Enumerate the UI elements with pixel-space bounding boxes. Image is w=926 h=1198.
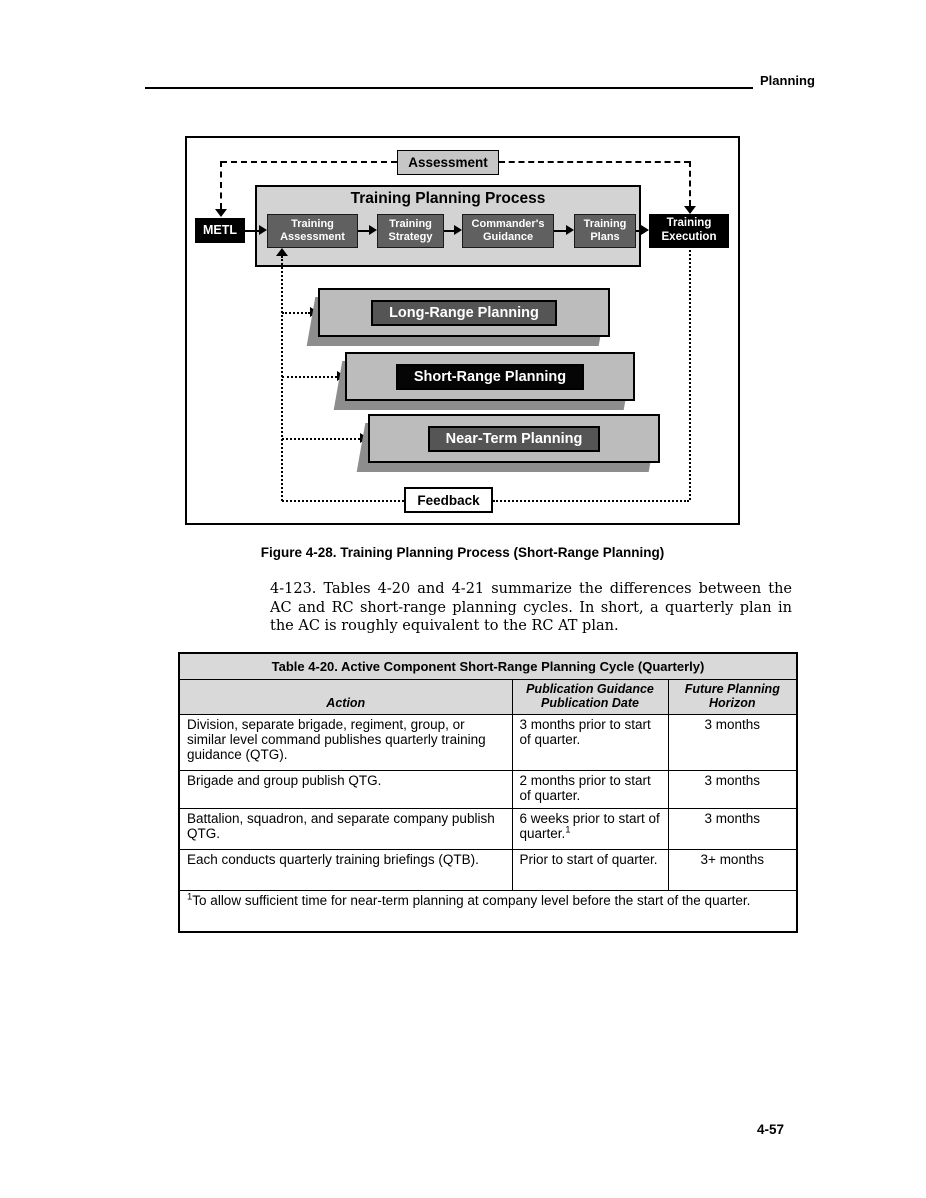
- step-training-plans: Training Plans: [574, 214, 636, 248]
- cell-horizon: 3 months: [667, 807, 798, 850]
- arrowhead-to-metl: [215, 209, 227, 217]
- flow-line-plans-to-execution: [636, 230, 641, 232]
- table-4-20: Table 4-20. Active Component Short-Range…: [178, 652, 799, 934]
- cell-action: Division, separate brigade, regiment, gr…: [178, 713, 513, 771]
- col-header-action-label: Action: [326, 696, 366, 711]
- near-term-planning-label: Near-Term Planning: [427, 425, 601, 452]
- short-range-planning-bar: Short-Range Planning: [333, 352, 635, 410]
- process-title: Training Planning Process: [350, 190, 546, 207]
- table-row: Division, separate brigade, regiment, gr…: [178, 713, 798, 771]
- footnote-marker: 1: [565, 824, 571, 836]
- feedback-line-bottom-right: [493, 500, 689, 502]
- cell-action: Brigade and group publish QTG.: [178, 769, 513, 809]
- running-header: Planning: [760, 73, 815, 88]
- feedback-line-bottom-left: [282, 500, 404, 502]
- long-range-planning-bar: Long-Range Planning: [306, 288, 610, 346]
- feedback-branch-short-range: [282, 376, 337, 378]
- flow-arrow-plans-to-execution: [641, 225, 649, 235]
- cell-publication: 2 months prior to start of quarter.: [511, 769, 669, 809]
- feedback-box: Feedback: [404, 487, 493, 513]
- training-execution-box: Training Execution: [649, 214, 729, 248]
- step-commanders-guidance: Commander's Guidance: [462, 214, 554, 248]
- long-range-planning-label: Long-Range Planning: [371, 299, 557, 326]
- cell-publication-text: 6 weeks prior to start of quarter.: [519, 810, 660, 841]
- feedback-branch-long-range: [282, 312, 310, 314]
- table-row: Brigade and group publish QTG. 2 months …: [178, 769, 798, 809]
- short-range-planning-label: Short-Range Planning: [395, 363, 585, 390]
- cell-horizon: 3+ months: [667, 848, 798, 891]
- cell-publication-text: 2 months prior to start of quarter.: [519, 772, 651, 803]
- flow-line-assessment-to-strategy: [358, 230, 369, 232]
- figure-4-28-diagram: Assessment Training Planning Process MET…: [185, 136, 740, 525]
- paragraph-4-123: 4-123. Tables 4-20 and 4-21 summarize th…: [270, 581, 792, 635]
- flow-arrow-strategy-to-guidance: [454, 225, 462, 235]
- flow-line-strategy-to-guidance: [444, 230, 454, 232]
- cell-horizon: 3 months: [667, 769, 798, 809]
- dashed-line-down-to-execution: [689, 161, 691, 206]
- assessment-box: Assessment: [397, 150, 499, 175]
- cell-horizon: 3 months: [667, 713, 798, 771]
- table-title-row: Table 4-20. Active Component Short-Range…: [178, 652, 798, 680]
- col-header-action: Action: [178, 679, 513, 715]
- col-header-horizon-line1: Future Planning: [684, 682, 780, 696]
- cell-action: Battalion, squadron, and separate compan…: [178, 807, 513, 850]
- training-execution-label: Training Execution: [661, 217, 717, 243]
- step-training-strategy: Training Strategy: [377, 214, 444, 248]
- bar-face: Short-Range Planning: [345, 352, 635, 401]
- bar-face: Long-Range Planning: [318, 288, 610, 337]
- cell-publication: Prior to start of quarter.: [511, 848, 669, 891]
- cell-publication-text: 3 months prior to start of quarter.: [519, 716, 651, 747]
- col-header-publication-line2: Publication Date: [541, 696, 639, 711]
- dashed-line-assessment-right: [499, 161, 690, 163]
- feedback-line-vertical-left: [281, 256, 283, 501]
- bar-face: Near-Term Planning: [368, 414, 660, 463]
- col-header-horizon-line2: Horizon: [708, 696, 756, 711]
- feedback-label: Feedback: [417, 492, 480, 508]
- page-number: 4-57: [757, 1122, 785, 1137]
- col-header-publication-line1: Publication Guidance: [526, 682, 654, 696]
- step-label: Training Strategy: [388, 218, 433, 243]
- table-footnote-row: 1To allow sufficient time for near-term …: [178, 889, 798, 933]
- flow-arrow-assessment-to-strategy: [369, 225, 377, 235]
- step-training-assessment: Training Assessment: [267, 214, 358, 248]
- table-title: Table 4-20. Active Component Short-Range…: [178, 652, 798, 680]
- cell-action: Each conducts quarterly training briefin…: [178, 848, 513, 891]
- table-row: Battalion, squadron, and separate compan…: [178, 807, 798, 850]
- flow-arrow-guidance-to-plans: [566, 225, 574, 235]
- header-rule: [145, 87, 753, 89]
- step-label: Training Assessment: [280, 218, 345, 243]
- flow-arrow-metl-to-assessment: [259, 225, 267, 235]
- cell-publication: 6 weeks prior to start of quarter.1: [511, 807, 669, 850]
- cell-publication: 3 months prior to start of quarter.: [511, 713, 669, 771]
- flow-line-guidance-to-plans: [554, 230, 566, 232]
- step-label: Commander's Guidance: [471, 218, 545, 243]
- cell-publication-text: Prior to start of quarter.: [519, 851, 658, 867]
- table-footnote: 1To allow sufficient time for near-term …: [178, 889, 798, 933]
- footnote-marker: 1: [187, 891, 193, 903]
- metl-label: METL: [202, 223, 238, 237]
- table-row: Each conducts quarterly training briefin…: [178, 848, 798, 891]
- footnote-text: To allow sufficient time for near-term p…: [192, 892, 751, 908]
- flow-line-metl-to-assessment: [245, 230, 259, 232]
- feedback-arrow-into-assessment: [276, 248, 288, 256]
- metl-box: METL: [195, 218, 245, 243]
- dashed-line-assessment-left: [221, 161, 397, 163]
- figure-caption: Figure 4-28. Training Planning Process (…: [260, 545, 665, 560]
- step-label: Training Plans: [583, 218, 627, 243]
- dashed-line-down-to-metl: [220, 161, 222, 209]
- arrowhead-to-execution: [684, 206, 696, 214]
- feedback-line-vertical-right: [689, 250, 691, 500]
- feedback-branch-near-term: [282, 438, 360, 440]
- assessment-label: Assessment: [408, 155, 488, 170]
- near-term-planning-bar: Near-Term Planning: [356, 414, 660, 472]
